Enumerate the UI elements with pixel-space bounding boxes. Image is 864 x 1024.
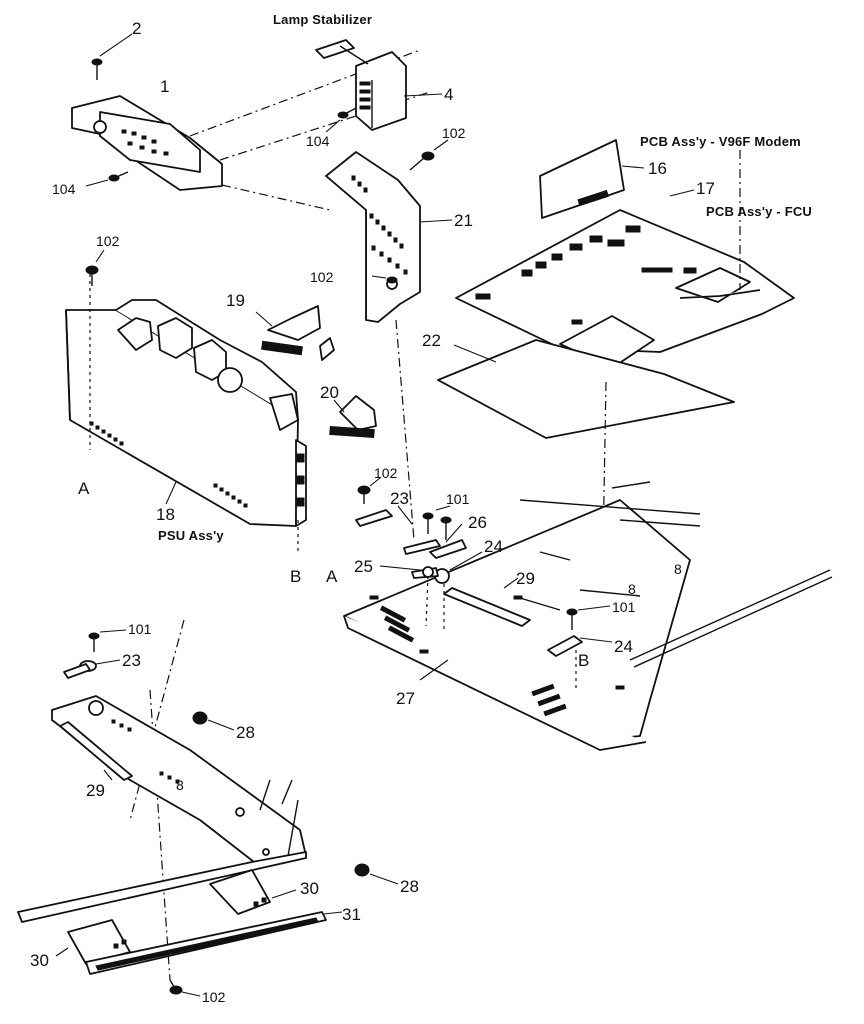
callout-102-mid: 102 — [374, 465, 398, 481]
callout-24-right: 24 — [614, 637, 633, 656]
callout-28-upper: 28 — [236, 723, 255, 742]
callout-4: 4 — [444, 85, 453, 104]
washer-part-25 — [422, 566, 434, 578]
screw-102-psu — [85, 265, 99, 286]
ref-a-left: A — [78, 479, 90, 498]
clip-part-30-right — [209, 869, 271, 915]
screw-104-top — [337, 107, 357, 119]
callout-31: 31 — [342, 905, 361, 924]
callout-29-lower: 29 — [86, 781, 105, 800]
callout-26: 26 — [468, 513, 487, 532]
callout-23-mid: 23 — [390, 489, 409, 508]
callout-101-mid: 101 — [446, 491, 470, 507]
callout-28-lower: 28 — [400, 877, 419, 896]
callout-16: 16 — [648, 159, 667, 178]
callout-24-mid: 24 — [484, 537, 503, 556]
callout-102-shield-mid: 102 — [310, 269, 334, 285]
mark-8-b: 8 — [674, 561, 682, 577]
sheet-part-22 — [437, 339, 735, 439]
callout-17: 17 — [696, 179, 715, 198]
callout-25: 25 — [354, 557, 373, 576]
clip-part-23-lower — [63, 660, 97, 679]
screw-102-mid — [357, 485, 371, 504]
callout-102-shield-top: 102 — [442, 125, 466, 141]
screw-102-shield-mid — [386, 276, 398, 284]
callout-102-bottom: 102 — [202, 989, 226, 1005]
ref-b-left: B — [290, 567, 301, 586]
bracket-part-29-lower — [51, 695, 307, 863]
base-plate-part-27 — [343, 499, 691, 751]
screw-2 — [91, 58, 103, 80]
pcb-modem-part-16 — [539, 139, 625, 219]
clip-part-26 — [429, 539, 467, 559]
callout-20: 20 — [320, 383, 339, 402]
psu-assembly-part-18 — [65, 299, 307, 527]
callout-30-right: 30 — [300, 879, 319, 898]
mark-8-c: 8 — [176, 777, 184, 793]
screw-102-shield-top — [409, 151, 435, 171]
clip-part-23-mid — [355, 509, 441, 555]
callout-23-lower: 23 — [122, 651, 141, 670]
pcb-fcu-part-17 — [455, 209, 795, 369]
clip-part-24-right — [547, 635, 583, 657]
knob-part-28-upper — [192, 711, 208, 725]
ref-a-right: A — [326, 567, 338, 586]
callout-102-psu: 102 — [96, 233, 120, 249]
knob-part-28-lower — [354, 863, 370, 877]
label-pcb-modem: PCB Ass'y - V96F Modem — [640, 134, 801, 149]
callout-1: 1 — [160, 77, 169, 96]
callout-29-upper: 29 — [516, 569, 535, 588]
callout-101-right: 101 — [612, 599, 636, 615]
screw-101-lower — [88, 632, 100, 652]
label-lamp-stabilizer: Lamp Stabilizer — [273, 12, 372, 27]
label-psu: PSU Ass'y — [158, 528, 224, 543]
screw-101-pair — [422, 512, 452, 540]
callout-104-left: 104 — [52, 181, 76, 197]
rail-part-31 — [85, 911, 327, 975]
callout-101-lower: 101 — [128, 621, 152, 637]
callout-22: 22 — [422, 331, 441, 350]
callout-30-left: 30 — [30, 951, 49, 970]
callout-18: 18 — [156, 505, 175, 524]
rail-part-29-upper — [443, 587, 531, 627]
connector-part-20 — [329, 395, 377, 439]
callout-21: 21 — [454, 211, 473, 230]
screw-102-bottom — [169, 979, 183, 995]
callout-27: 27 — [396, 689, 415, 708]
shield-part-21 — [325, 151, 421, 323]
label-pcb-fcu: PCB Ass'y - FCU — [706, 204, 812, 219]
rail-long — [17, 851, 307, 923]
callout-2: 2 — [132, 19, 141, 38]
ref-b-right: B — [578, 651, 589, 670]
mark-8-a: 8 — [628, 581, 636, 597]
lamp-stabilizer-part-4 — [315, 39, 407, 131]
callout-104-top: 104 — [306, 133, 330, 149]
connector-part-19 — [261, 305, 335, 361]
screw-104-left — [108, 171, 129, 182]
callout-19: 19 — [226, 291, 245, 310]
bracket-1 — [71, 95, 223, 191]
screw-101-right — [566, 608, 578, 630]
